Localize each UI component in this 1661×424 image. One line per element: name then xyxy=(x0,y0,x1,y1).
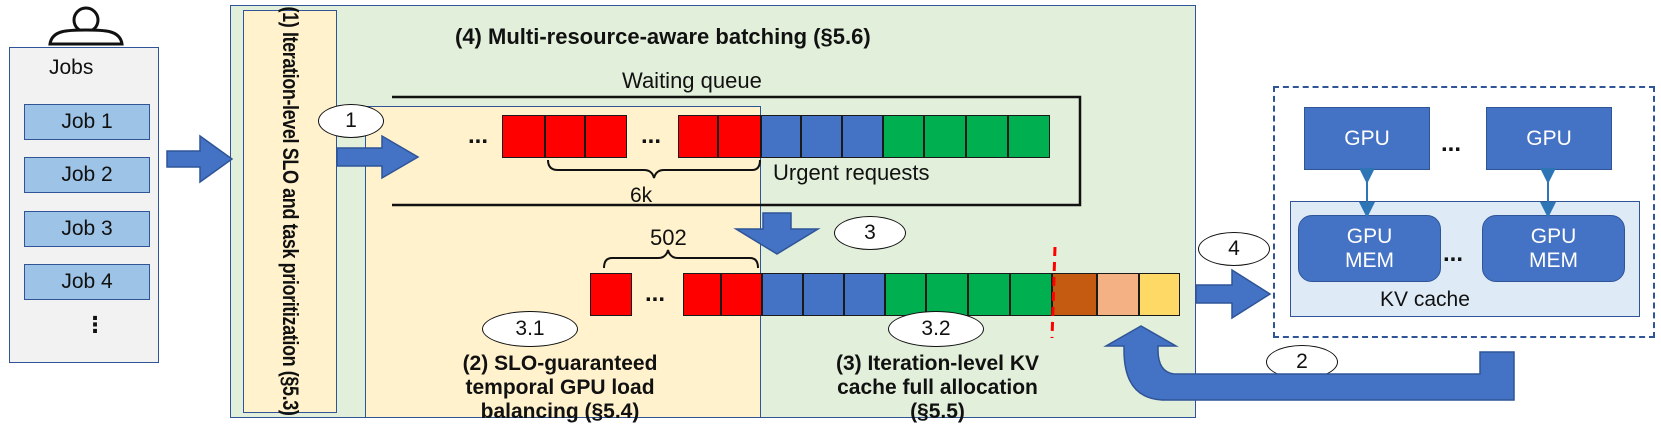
step-1-marker: 1 xyxy=(318,104,384,138)
jobs-more: ⋮ xyxy=(84,312,106,337)
gpu-mem-ellipsis: ... xyxy=(1443,240,1464,267)
queue-ellipsis-mid: ... xyxy=(641,122,662,149)
job-1: Job 1 xyxy=(24,104,150,140)
gpu-cluster xyxy=(1273,86,1655,338)
jobs-title: Jobs xyxy=(49,56,94,79)
queue-request-cell xyxy=(883,115,924,158)
queue-urgent-cell xyxy=(545,115,585,158)
kv-allocated-cell xyxy=(1052,273,1097,316)
queue-request-cell xyxy=(761,115,801,158)
step-3-1-marker: 3.1 xyxy=(482,311,578,347)
batch-request-cell xyxy=(762,273,803,316)
queue-ellipsis-left: ... xyxy=(468,122,489,149)
gpu-2: GPU xyxy=(1486,107,1612,170)
batch-ellipsis: ... xyxy=(645,280,666,307)
load-balancing-label: (2) SLO-guaranteed temporal GPU load bal… xyxy=(462,352,658,423)
queue-brace-label: 6k xyxy=(630,184,653,207)
kv-allocated-cell xyxy=(1139,273,1180,316)
batch-request-cell xyxy=(968,273,1010,316)
step-3-2-marker: 3.2 xyxy=(888,311,984,347)
queue-request-cell xyxy=(801,115,842,158)
gpu-1: GPU xyxy=(1304,107,1430,170)
job-2: Job 2 xyxy=(24,157,150,193)
queue-request-cell xyxy=(966,115,1008,158)
job-3: Job 3 xyxy=(24,211,150,247)
batch-brace-label: 502 xyxy=(650,225,687,250)
kv-cache-label: KV cache xyxy=(1380,288,1470,311)
batch-request-cell xyxy=(844,273,885,316)
batching-title: (4) Multi-resource-aware batching (§5.6) xyxy=(455,24,871,49)
step-4-marker: 4 xyxy=(1198,232,1270,266)
queue-request-cell xyxy=(842,115,883,158)
queue-request-cell xyxy=(1008,115,1050,158)
jobs-panel xyxy=(9,47,159,363)
batch-urgent-cell xyxy=(683,273,721,316)
job-4: Job 4 xyxy=(24,264,150,300)
batch-request-cell xyxy=(803,273,844,316)
queue-urgent-cell xyxy=(585,115,627,158)
batch-request-cell xyxy=(885,273,926,316)
queue-urgent-cell xyxy=(678,115,718,158)
kv-allocation-label: (3) Iteration-level KV cache full alloca… xyxy=(835,352,1040,423)
prioritization-panel xyxy=(243,10,337,413)
queue-urgent-cell xyxy=(718,115,761,158)
gpu-ellipsis: ... xyxy=(1441,130,1462,157)
urgent-requests-label: Urgent requests xyxy=(773,160,930,185)
batch-urgent-cell xyxy=(721,273,762,316)
waiting-queue-title: Waiting queue xyxy=(622,68,762,93)
batch-request-cell xyxy=(1010,273,1052,316)
batch-urgent-cell xyxy=(590,273,632,316)
queue-urgent-cell xyxy=(502,115,545,158)
step-3-marker: 3 xyxy=(834,216,906,250)
load-balancing-panel xyxy=(365,106,761,418)
queue-request-cell xyxy=(924,115,966,158)
kv-allocated-cell xyxy=(1097,273,1139,316)
